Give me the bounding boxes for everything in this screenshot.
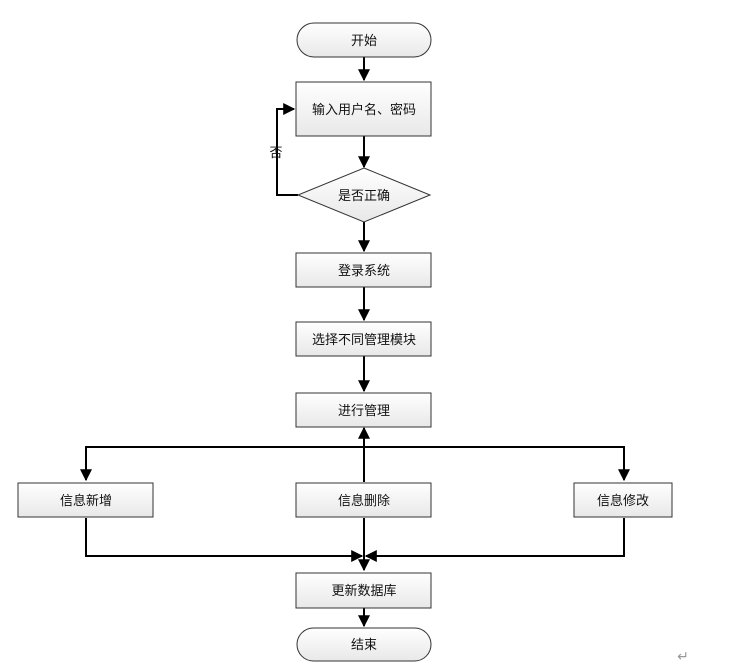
return-mark-icon: ↵	[677, 649, 689, 665]
node-edit-label: 信息修改	[597, 493, 649, 509]
node-delete: 信息删除	[295, 482, 432, 518]
node-start-label: 开始	[351, 34, 377, 49]
node-update: 更新数据库	[295, 572, 432, 609]
edge-add-update	[85, 518, 364, 562]
node-update-label: 更新数据库	[331, 583, 396, 599]
node-end: 结束	[296, 627, 432, 662]
edge-check-no-input	[276, 103, 298, 196]
node-manage-label: 进行管理	[338, 404, 390, 419]
node-manage: 进行管理	[295, 392, 432, 428]
node-check: 是否正确	[296, 167, 432, 223]
node-select-label: 选择不同管理模块	[312, 333, 416, 348]
node-add: 信息新增	[17, 482, 154, 518]
node-check-label: 是否正确	[338, 189, 390, 204]
node-add-label: 信息新增	[60, 493, 112, 509]
edge-edit-update	[364, 518, 625, 562]
node-input-label: 输入用户名、密码	[312, 102, 416, 118]
node-delete-label: 信息删除	[338, 493, 390, 509]
edge-label-no: 否	[269, 146, 282, 161]
connectors	[80, 57, 630, 628]
node-login: 登录系统	[295, 252, 432, 288]
node-edit: 信息修改	[573, 482, 673, 518]
node-login-label: 登录系统	[338, 264, 390, 279]
node-select: 选择不同管理模块	[295, 321, 432, 357]
node-input: 输入用户名、密码	[295, 81, 432, 137]
node-start: 开始	[296, 22, 432, 58]
node-end-label: 结束	[351, 638, 377, 653]
